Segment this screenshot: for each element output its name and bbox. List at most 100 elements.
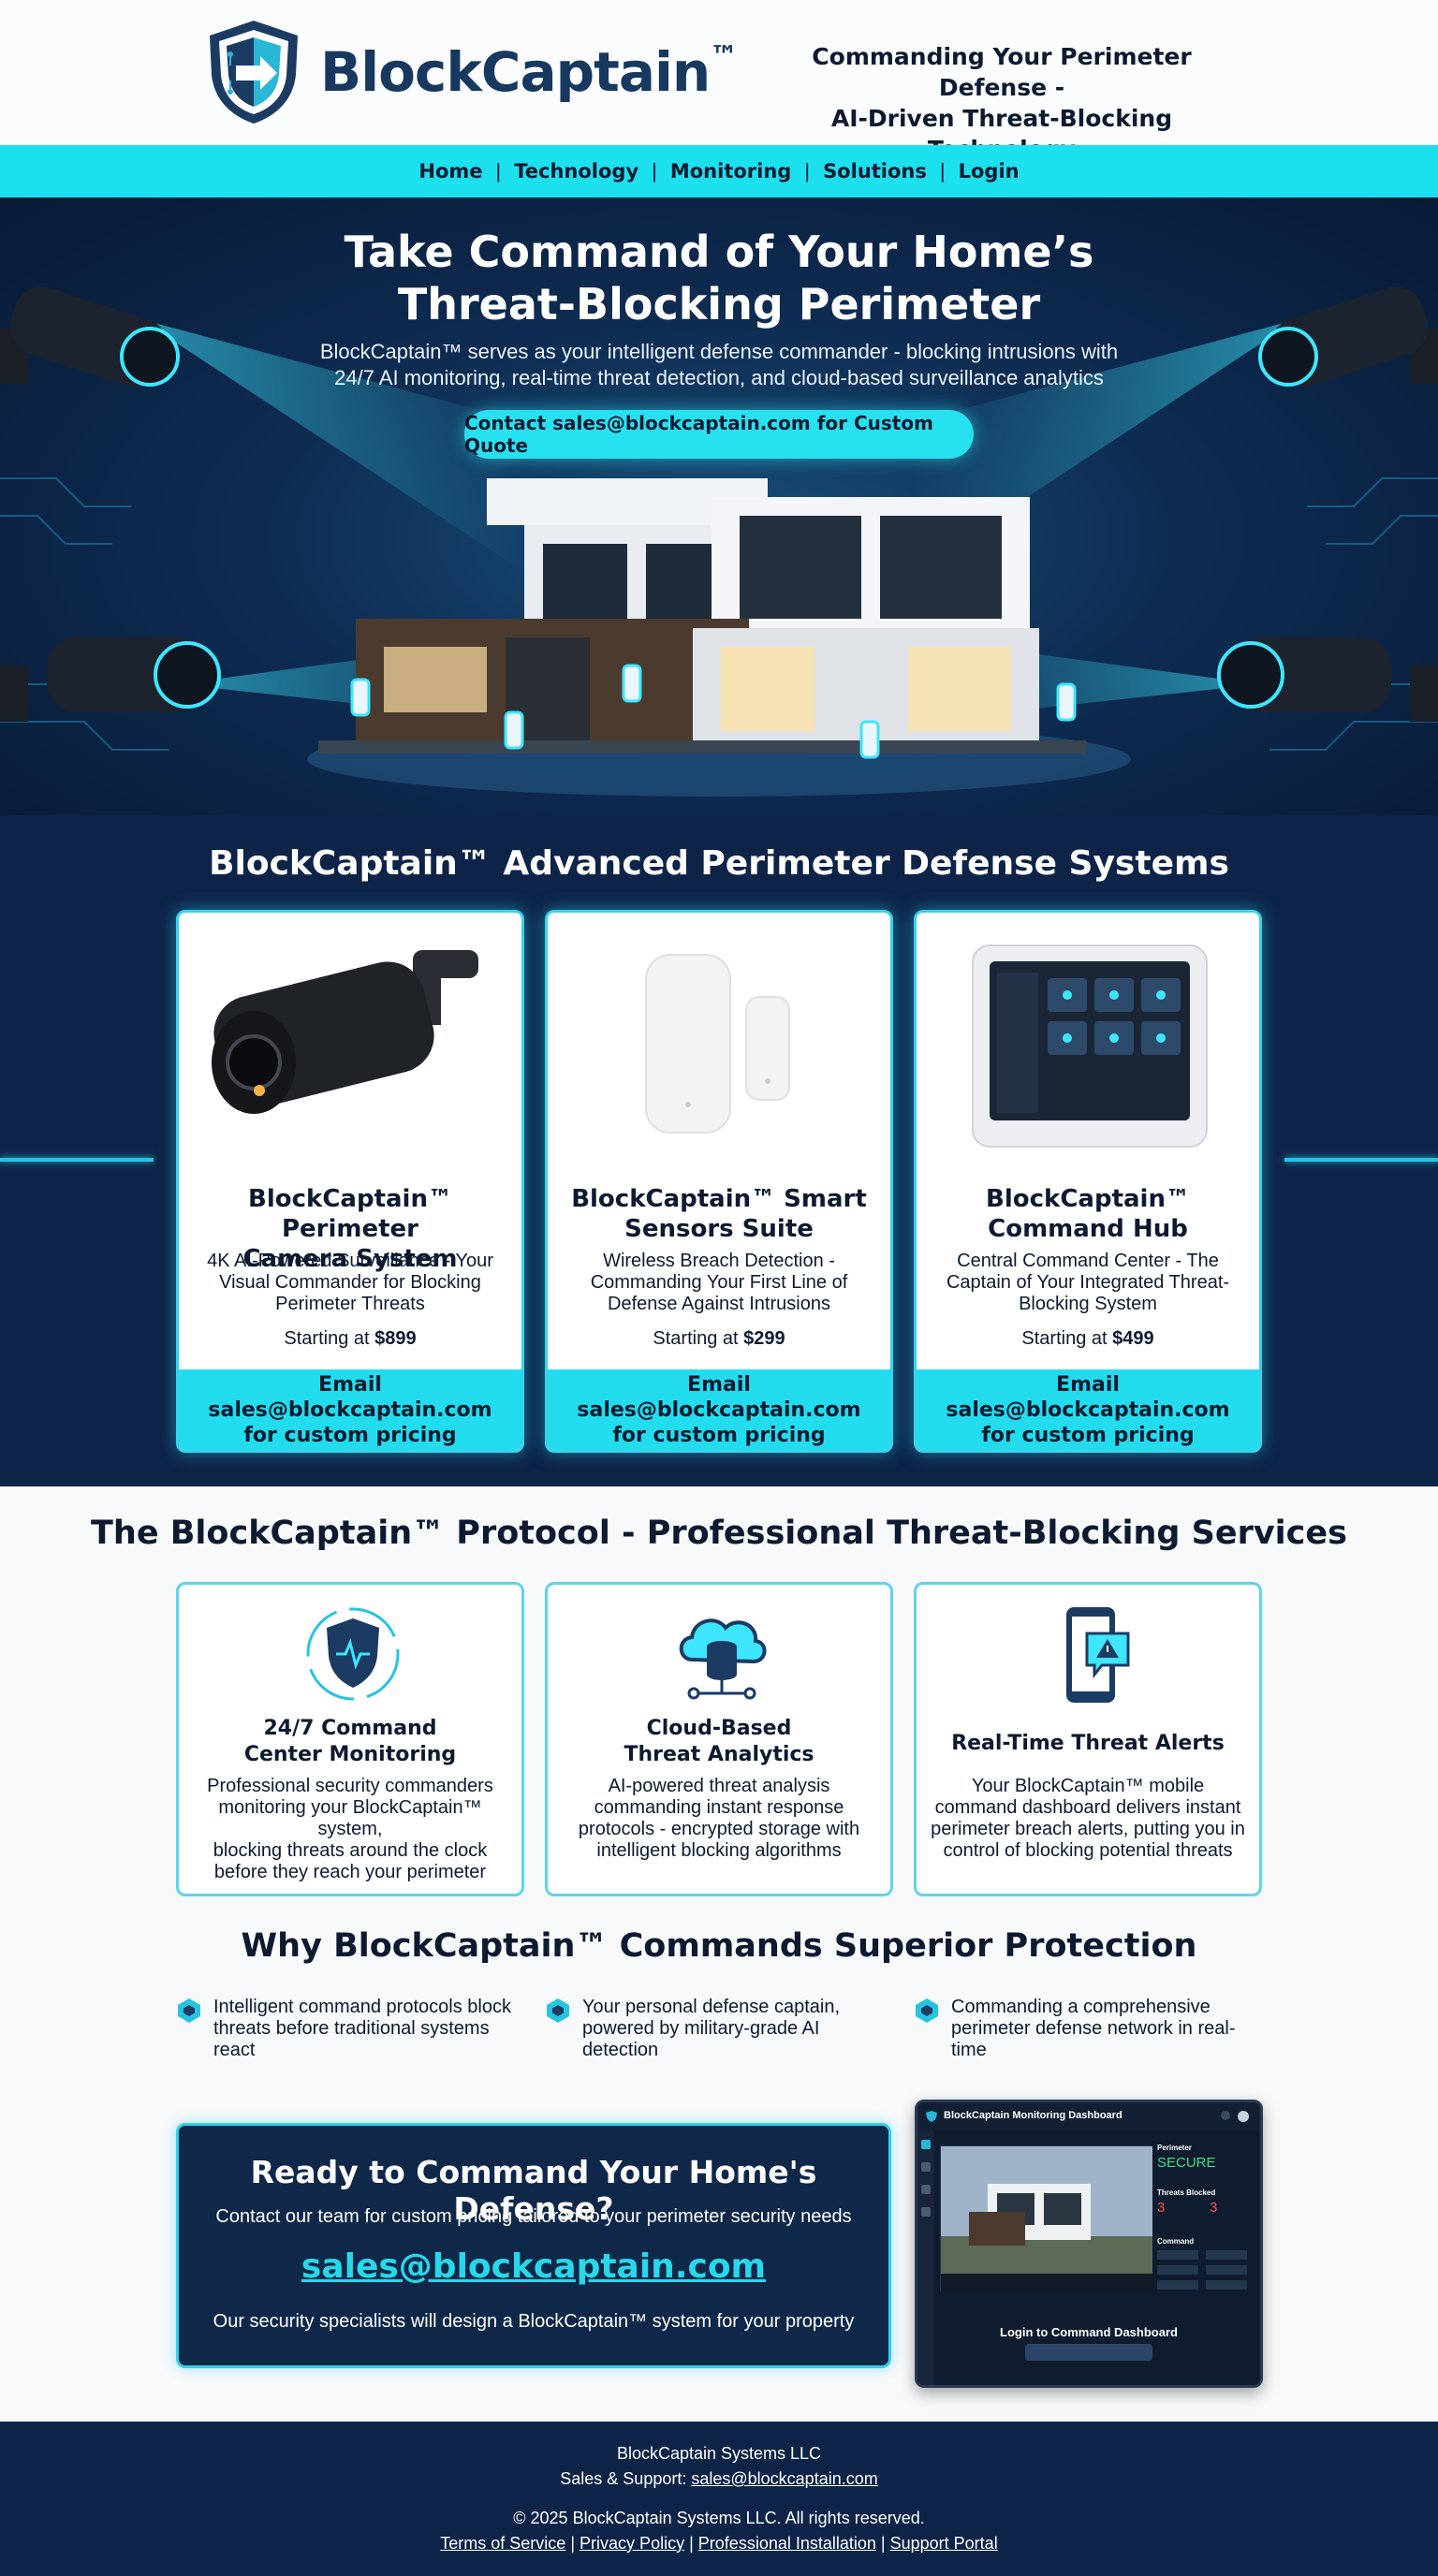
- nav-separator: |: [652, 159, 657, 183]
- footer-link-privacy[interactable]: Privacy Policy: [580, 2534, 685, 2553]
- settings-icon[interactable]: [921, 2207, 931, 2217]
- command-button[interactable]: [1206, 2250, 1247, 2260]
- nav-login[interactable]: Login: [958, 160, 1020, 183]
- divider: [1284, 1158, 1438, 1162]
- product-card-camera: BlockCaptain™ Perimeter Camera System 4K…: [176, 910, 524, 1453]
- home-icon[interactable]: [921, 2140, 931, 2149]
- avatar[interactable]: [1238, 2111, 1249, 2122]
- house-illustration: [307, 478, 1131, 797]
- brand-name: BlockCaptain™: [320, 40, 738, 104]
- service-title: 24/7 Command Center Monitoring: [243, 1717, 457, 1766]
- phone-alert-icon: [1066, 1607, 1130, 1703]
- footer-link-installation[interactable]: Professional Installation: [697, 2534, 876, 2553]
- service-card-monitoring: 24/7 Command Center Monitoring Professio…: [176, 1582, 524, 1896]
- command-button[interactable]: [1157, 2280, 1198, 2290]
- service-title: Cloud-Based Threat Analytics: [624, 1717, 814, 1766]
- perimeter-status: SECURE: [1157, 2155, 1216, 2171]
- perimeter-label: Perimeter: [1157, 2144, 1192, 2152]
- tablet-hub-icon: [972, 944, 1208, 1148]
- service-description: Your BlockCaptain™ mobile command dashbo…: [931, 1776, 1245, 1861]
- product-description: Central Command Center - The Captain of …: [946, 1251, 1230, 1314]
- footer-separator: |: [689, 2534, 694, 2553]
- site-header: BlockCaptain™ Commanding Your Perimeter …: [0, 0, 1438, 163]
- service-card-alerts: Real-Time Threat Alerts Your BlockCaptai…: [914, 1582, 1262, 1896]
- camera-feed[interactable]: [940, 2145, 1152, 2292]
- service-description: Professional security commanders monitor…: [207, 1776, 493, 1882]
- service-title: Real-Time Threat Alerts: [951, 1732, 1225, 1755]
- product-price: Starting at $499: [1021, 1328, 1154, 1349]
- command-button[interactable]: [1157, 2250, 1198, 2260]
- product-card-hub: BlockCaptain™ Command Hub Central Comman…: [914, 910, 1262, 1453]
- cta-subtitle: Contact our team for custom pricing tail…: [215, 2206, 852, 2227]
- product-description: 4K AI-Powered Surveillance - Your Visual…: [207, 1251, 493, 1314]
- security-camera-icon: [0, 286, 180, 388]
- site-footer: BlockCaptain Systems LLC Sales & Support…: [0, 2422, 1438, 2576]
- shield-logo-icon: [926, 2111, 937, 2122]
- footer-link-support[interactable]: Support Portal: [889, 2534, 998, 2553]
- contact-cta-box: Ready to Command Your Home's Defense? Co…: [176, 2123, 891, 2368]
- footer-link-terms[interactable]: Terms of Service: [440, 2534, 566, 2553]
- footer-separator: |: [880, 2534, 886, 2553]
- camera-icon[interactable]: [921, 2162, 931, 2172]
- why-item: Your personal defense captain,powered by…: [545, 1997, 891, 2061]
- shield-monitoring-icon: [306, 1607, 400, 1701]
- hero-section: Take Command of Your Home’s Threat-Block…: [0, 198, 1438, 815]
- nav-separator: |: [804, 159, 811, 183]
- footer-support: Sales & Support: sales@blockcaptain.com: [560, 2469, 878, 2488]
- dashboard-status-panel: Perimeter SECURE Threats Blocked 3 3 Com…: [1157, 2140, 1255, 2299]
- monitoring-dashboard-preview: BlockCaptain Monitoring Dashboard Perime…: [915, 2100, 1263, 2388]
- settings-icon[interactable]: [1221, 2111, 1230, 2120]
- nav-technology[interactable]: Technology: [514, 160, 639, 183]
- door-sensor-icon: [645, 954, 790, 1134]
- nav-separator: |: [495, 159, 502, 183]
- command-button[interactable]: [1206, 2280, 1247, 2290]
- why-title: Why BlockCaptain™ Commands Superior Prot…: [241, 1927, 1197, 1965]
- dashboard-login-label: Login to Command Dashboard: [1000, 2325, 1178, 2339]
- products-section: BlockCaptain™ Advanced Perimeter Defense…: [0, 815, 1438, 1486]
- security-camera-icon: [0, 637, 221, 722]
- camera-beam: [140, 319, 524, 572]
- cloud-database-icon: [679, 1618, 767, 1700]
- hexagon-bullet-icon: [178, 1998, 200, 2023]
- logo[interactable]: BlockCaptain™: [202, 17, 738, 127]
- divider: [0, 1158, 154, 1162]
- footer-email-link[interactable]: sales@blockcaptain.com: [691, 2469, 878, 2488]
- nav-home[interactable]: Home: [418, 160, 483, 183]
- service-description: AI-powered threat analysis commanding in…: [578, 1776, 860, 1861]
- command-button[interactable]: [1157, 2265, 1198, 2275]
- dashboard-header: BlockCaptain Monitoring Dashboard: [917, 2102, 1260, 2130]
- product-title: BlockCaptain™ Smart Sensors Suite: [571, 1185, 867, 1243]
- cta-title: Ready to Command Your Home's Defense?: [250, 2154, 817, 2227]
- sales-email-link[interactable]: sales@blockcaptain.com: [301, 2247, 767, 2286]
- dashboard-sidebar: [917, 2130, 934, 2385]
- house-feed-image: [941, 2146, 1152, 2292]
- command-button[interactable]: [1206, 2265, 1247, 2275]
- footer-company: BlockCaptain Systems LLC: [616, 2444, 822, 2463]
- security-camera-icon: [1258, 286, 1438, 388]
- footer-links: Terms of Service | Privacy Policy | Prof…: [0, 2534, 1438, 2554]
- products-title: BlockCaptain™ Advanced Perimeter Defense…: [209, 844, 1229, 883]
- dashboard-login-button[interactable]: [1025, 2344, 1152, 2361]
- shield-logo-icon: [210, 21, 298, 124]
- services-title: The BlockCaptain™ Protocol - Professiona…: [91, 1515, 1347, 1552]
- service-card-analytics: Cloud-Based Threat Analytics AI-powered …: [545, 1582, 893, 1896]
- product-description: Wireless Breach Detection - Commanding Y…: [590, 1251, 848, 1314]
- alert-icon[interactable]: [921, 2185, 931, 2194]
- threats-count: 3: [1157, 2200, 1166, 2216]
- why-item-text: Your personal defense captain,powered by…: [582, 1997, 841, 2060]
- contact-quote-button[interactable]: Contact sales@blockcaptain.com for Custo…: [464, 410, 974, 459]
- threats-label: Threats Blocked: [1157, 2188, 1216, 2197]
- cta-note: Our security specialists will design a B…: [213, 2311, 855, 2332]
- hexagon-bullet-icon: [547, 1998, 569, 2023]
- hero-subtitle: BlockCaptain™ serves as your intelligent…: [319, 340, 1119, 389]
- nav-solutions[interactable]: Solutions: [823, 160, 927, 183]
- nav-monitoring[interactable]: Monitoring: [669, 160, 792, 183]
- sensor-icons: [350, 664, 1077, 759]
- security-camera-icon: [1217, 637, 1438, 722]
- product-title: BlockCaptain™ Command Hub: [986, 1185, 1190, 1243]
